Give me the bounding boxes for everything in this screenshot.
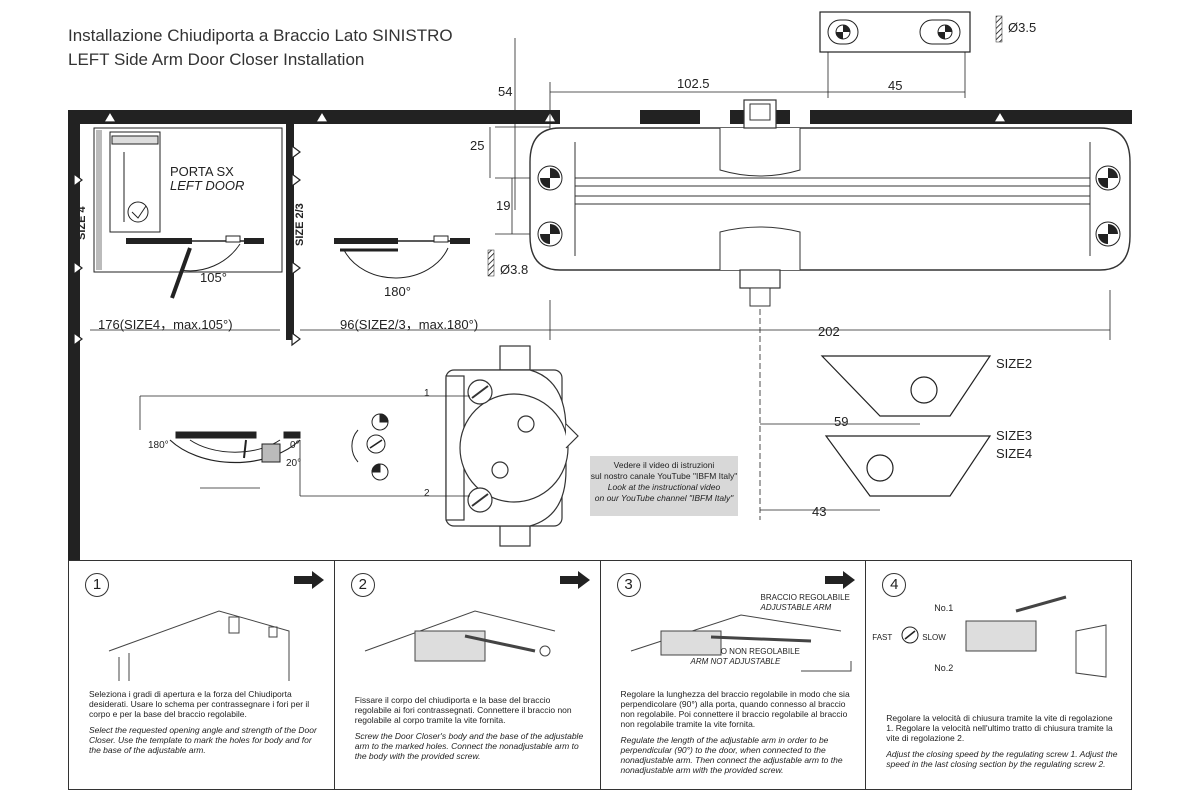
dim-54: 54 xyxy=(498,84,513,99)
video-en-line1: Look at the instructional video xyxy=(607,482,721,492)
step-4-no2: No.2 xyxy=(934,663,954,673)
step-3-text-en: Regulate the length of the adjustable ar… xyxy=(620,735,843,775)
step-2-text-en: Screw the Door Closer's body and the bas… xyxy=(354,731,584,761)
step-2-text-it: Fissare il corpo del chiudiporta e la ba… xyxy=(354,695,572,725)
valve-label-1: 1 xyxy=(424,388,430,399)
step-2-illustration xyxy=(364,610,555,662)
size23-label: SIZE 2/3 xyxy=(294,203,306,246)
dim-phi35: Ø3.5 xyxy=(1008,20,1037,35)
step-4: 4 No.1 No.2 FAST SLOW Regolare la veloci… xyxy=(866,561,1131,789)
dim-19: 19 xyxy=(496,198,511,213)
valve-label-2: 2 xyxy=(424,488,430,499)
dim-202: 202 xyxy=(818,324,840,339)
step-3-text-it: Regolare la lunghezza del braccio regola… xyxy=(620,689,850,729)
installation-steps: 1 Seleziona i gradi di apertura e la for… xyxy=(68,560,1132,790)
step-1-illustration xyxy=(108,610,290,681)
video-it-line1: Vedere il video di istruzioni xyxy=(613,460,715,470)
triangle-markers xyxy=(73,110,1008,347)
step-4-slow: SLOW xyxy=(922,633,946,642)
speed-icons xyxy=(351,413,389,481)
step-3-nonadj-label-en: ARM NOT ADJUSTABLE xyxy=(690,657,781,666)
step-4-no1: No.1 xyxy=(934,603,954,613)
dim-59: 59 xyxy=(834,414,849,429)
step-4-fast: FAST xyxy=(872,633,893,642)
arrow-right-icon xyxy=(825,571,856,589)
body-screw-holes xyxy=(487,165,1121,277)
size23-door-plan xyxy=(334,235,470,279)
dim-size23-length: 96(SIZE2/3，max.180°) xyxy=(340,317,479,332)
size4-bracket-label: SIZE4 xyxy=(996,446,1033,461)
step-1-text-en: Select the requested opening angle and s… xyxy=(89,725,317,755)
step-4-number: 4 xyxy=(882,573,907,597)
step-1: 1 Seleziona i gradi di apertura e la for… xyxy=(69,561,335,789)
regulating-screw-icon xyxy=(901,626,919,644)
video-info-box: Vedere il video di istruzioni sul nostro… xyxy=(590,456,738,516)
arrow-right-icon xyxy=(559,571,590,589)
step-3-adj-label-it: BRACCIO REGOLABILE xyxy=(760,593,850,602)
valve-180: 180° xyxy=(148,440,169,451)
step-3-nonadj-label-it: BRACCIO NON REGOLABILE xyxy=(690,647,800,656)
step-4-text-en: Adjust the closing speed by the regulati… xyxy=(886,749,1118,769)
size3-label: SIZE3 xyxy=(996,428,1033,443)
top-mounting-plate xyxy=(819,11,1003,53)
closer-side-view xyxy=(445,345,579,547)
porta-sx-label: PORTA SX xyxy=(170,164,234,179)
bracket-size2 xyxy=(820,355,992,417)
technical-drawing xyxy=(68,11,1132,560)
dim-1025: 102.5 xyxy=(677,76,710,91)
step-2-number: 2 xyxy=(350,573,375,597)
dim-45: 45 xyxy=(888,78,903,93)
closer-body-front xyxy=(529,99,1131,307)
step-3-adj-label-en: ADJUSTABLE ARM xyxy=(760,603,832,612)
arrow-right-icon xyxy=(293,571,324,589)
step-4-text-it: Regolare la velocità di chiusura tramite… xyxy=(886,713,1113,743)
left-door-box xyxy=(93,127,283,273)
step-1-number: 1 xyxy=(85,573,109,597)
left-door-label: LEFT DOOR xyxy=(170,178,245,193)
video-en-line2: on our YouTube channel "IBFM Italy" xyxy=(594,493,734,503)
size2-label: SIZE2 xyxy=(996,356,1033,371)
title-italian: Installazione Chiudiporta a Braccio Lato… xyxy=(68,26,453,45)
title-english: LEFT Side Arm Door Closer Installation xyxy=(68,50,365,69)
dim-43: 43 xyxy=(812,504,827,519)
bracket-size34 xyxy=(824,435,992,497)
step-3-illustration xyxy=(630,614,851,672)
size4-label: SIZE 4 xyxy=(76,206,88,240)
angle-180: 180° xyxy=(384,284,411,299)
step-3-number: 3 xyxy=(616,573,641,597)
valve-diagram xyxy=(169,431,301,489)
dim-size4-length: 176(SIZE4，max.105°) xyxy=(98,317,233,332)
angle-105: 105° xyxy=(200,270,227,285)
valve-0: 0° xyxy=(290,440,300,451)
valve-20: 20° xyxy=(286,458,302,469)
size4-door-plan xyxy=(126,235,264,299)
step-1-text-it: Seleziona i gradi di apertura e la forza… xyxy=(89,689,310,719)
step-4-illustration xyxy=(965,595,1107,678)
video-it-line2: sul nostro canale YouTube "IBFM Italy" xyxy=(590,471,738,481)
dim-25: 25 xyxy=(470,138,485,153)
step-2: 2 Fissare il corpo del chiudiporta e la … xyxy=(335,561,601,789)
step-3: 3 BRACCIO REGOLABILE ADJUSTABLE ARM BRAC… xyxy=(601,561,867,789)
dim-phi38: Ø3.8 xyxy=(500,262,529,277)
